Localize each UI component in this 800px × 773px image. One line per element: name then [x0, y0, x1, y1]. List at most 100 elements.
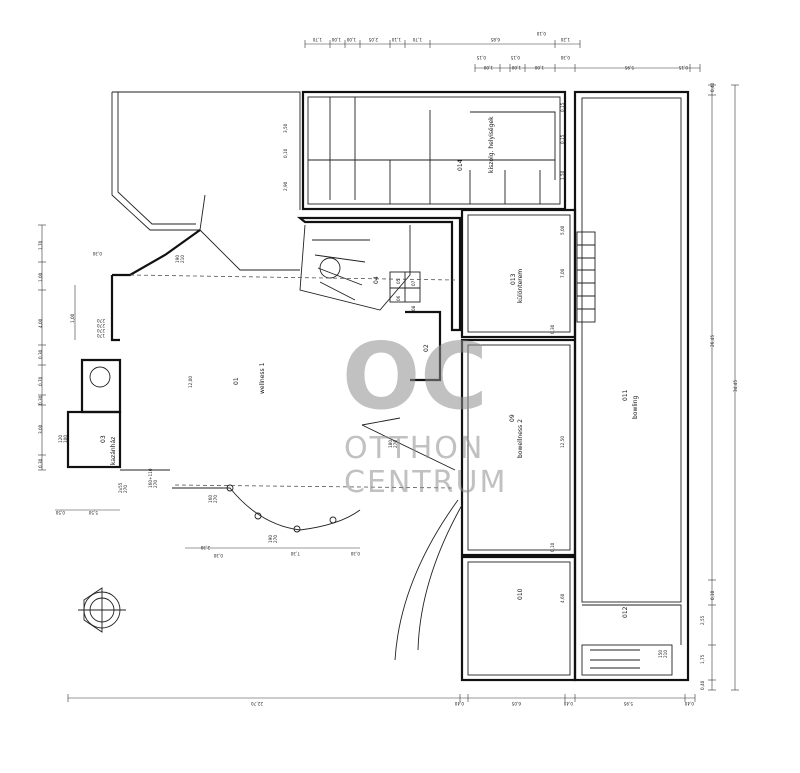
dim-inner-12: 1,50 [560, 170, 565, 180]
dim-left-4: 0,30 [38, 349, 43, 359]
room-011-name: bowling [632, 395, 639, 419]
dim-inner-7: 0,10 [550, 542, 555, 552]
dim-inner-8: 2,90 [283, 181, 288, 191]
dim-top-11: 1,00 [483, 65, 493, 70]
door-label-10: 150210 [658, 650, 668, 658]
room-labels: 01 wellness 1 03 kazánház 04 02 05 06 07… [100, 116, 639, 618]
dim-right-1: 0,40 [710, 82, 715, 92]
dim-top-3: 1,00 [346, 37, 356, 42]
room-05-number: 05 [396, 278, 401, 284]
dim-left-5: 0,70 [38, 376, 43, 386]
dim-top-17: 0,15 [678, 65, 688, 70]
walls [66, 90, 690, 682]
dim-inner-3: 7,00 [560, 268, 565, 278]
dim-top-16: 5,95 [624, 65, 634, 70]
dim-small-1: 1,00 [70, 313, 75, 323]
dim-inner-4: 4,60 [560, 593, 565, 603]
door-label-9: 180270 [388, 440, 398, 448]
room-014-number: 014 [457, 159, 464, 171]
door-label-3: 170270 [97, 328, 105, 338]
dim-right-4: 0,10 [710, 590, 715, 600]
dim-inner-10: 0,15 [560, 102, 565, 112]
watermark-logo-text: OC [342, 323, 488, 430]
dim-top-2: 1,00 [331, 37, 341, 42]
dim-bottom-1: 22,70 [251, 701, 263, 706]
dim-top-4: 2,05 [368, 37, 378, 42]
room-03-name: kazánház [110, 437, 117, 465]
dim-bottom-6: 0,40 [684, 701, 694, 706]
room-09-number: 09 [509, 414, 516, 422]
dim-inner-1: 12,00 [188, 376, 193, 388]
dim-top-14: 1,00 [534, 65, 544, 70]
dim-left-1: 1,70 [38, 240, 43, 250]
dim-inner-2: 12,50 [560, 436, 565, 448]
watermark-line1: OTTHON [344, 431, 484, 466]
watermark-line2: CENTRUM [344, 465, 507, 500]
dim-small-3: 5,50 [88, 510, 98, 515]
dim-top-9: 1,20 [560, 37, 570, 42]
dimension-lines-top: 1,70 1,00 1,00 2,05 1,10 1,70 6,85 0,10 … [304, 31, 701, 72]
dim-top-1: 1,70 [312, 37, 322, 42]
door-label-6: 160+110270 [148, 468, 158, 488]
room-012-number: 012 [622, 606, 629, 618]
dim-right-5: 2,55 [700, 615, 705, 625]
room-01-name: wellness 1 [259, 362, 266, 394]
dim-bottom-5: 5,95 [623, 701, 633, 706]
dim-top-8: 0,10 [536, 31, 546, 36]
dim-small-5: 0,30 [213, 553, 223, 558]
dim-left-6: 0,30 [38, 395, 43, 405]
dim-inner-6: 0,30 [550, 324, 555, 334]
dim-bottom-3: 6,05 [511, 701, 521, 706]
dim-small-2: 0,30 [92, 251, 102, 256]
dim-bottom-4: 0,40 [563, 701, 573, 706]
dim-top-13: 1,00 [511, 65, 521, 70]
dim-left-8: 0,30 [38, 458, 43, 468]
room-014-name: kiszolg. helyiségek [488, 116, 495, 173]
door-label-7: 160270 [208, 495, 218, 503]
room-02-number: 02 [423, 344, 430, 352]
dim-inner-9: 3,50 [283, 123, 288, 133]
door-labels: 190210 270270 170270 120100 2x55270 160+… [58, 255, 668, 658]
door-label-1: 190210 [175, 255, 185, 263]
dim-top-7: 6,85 [490, 37, 500, 42]
dim-top-15: 0,30 [560, 55, 570, 60]
dimension-lines-left: 1,70 1,00 4,00 0,30 0,70 0,30 3,00 0,30 [38, 224, 76, 471]
dim-left-7: 3,00 [38, 424, 43, 434]
door-label-2: 270270 [97, 318, 105, 328]
watermark-logo: OC OTTHON CENTRUM [342, 323, 507, 500]
dim-right-6: 1,75 [700, 654, 705, 664]
room-03-number: 03 [100, 435, 107, 443]
room-010-number: 010 [517, 588, 524, 600]
dim-small-6: 7,30 [290, 551, 300, 556]
door-label-8: 190270 [268, 535, 278, 543]
dim-left-2: 1,00 [38, 272, 43, 282]
room-06-number: 06 [396, 295, 401, 301]
dim-top-5: 1,10 [391, 37, 401, 42]
dim-small-7: 0,50 [55, 510, 65, 515]
room-011-number: 011 [622, 389, 629, 401]
dim-inner-11: 0,15 [560, 134, 565, 144]
door-label-4: 120100 [58, 435, 68, 443]
dim-left-3: 4,00 [38, 318, 43, 328]
dim-right-3: 34,45 [733, 380, 738, 392]
dim-bottom-2: 0,40 [454, 701, 464, 706]
inner-dimensions: 12,00 12,50 7,00 4,60 5,00 0,30 0,10 2,9… [55, 102, 565, 603]
dim-right-7: 0,40 [700, 680, 705, 690]
room-09-name: bowellness 2 [517, 419, 524, 458]
room-01-number: 01 [233, 377, 240, 385]
dim-small-8: 0,30 [350, 551, 360, 556]
dim-top-10: 0,15 [476, 55, 486, 60]
north-arrow-icon [78, 587, 126, 633]
room-07-number: 07 [411, 280, 416, 286]
room-04-number: 04 [373, 276, 380, 284]
dim-top-12: 0,15 [510, 55, 520, 60]
door-label-5: 2x55270 [118, 482, 128, 493]
dim-inner-13: 0,10 [283, 148, 288, 158]
dimension-lines-bottom: 22,70 0,40 6,05 0,40 5,95 0,40 [67, 694, 696, 706]
dim-inner-5: 5,00 [560, 225, 565, 235]
room-013-name: különterem [517, 269, 524, 303]
room-013-number: 013 [510, 273, 517, 285]
dim-right-2: 26,45 [710, 335, 715, 347]
dimension-lines-right: 0,40 26,45 34,45 0,10 2,55 1,75 0,40 [700, 82, 739, 691]
